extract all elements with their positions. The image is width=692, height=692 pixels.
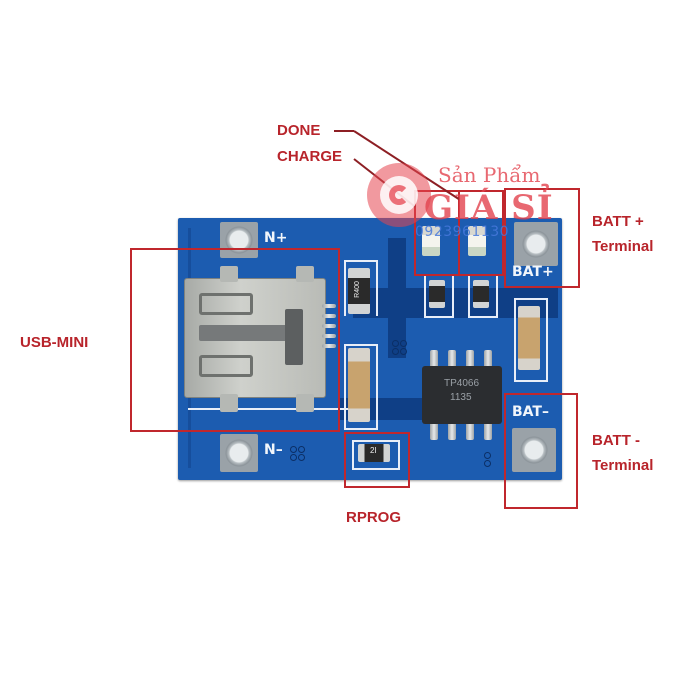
done-led	[422, 226, 440, 256]
watermark-line1: Sản Phẩm	[438, 163, 541, 187]
via	[400, 340, 407, 347]
watermark-logo-icon	[367, 163, 431, 227]
usb-tab	[296, 266, 314, 282]
usb-pin	[322, 334, 336, 338]
ic-pin	[484, 422, 492, 440]
usb-pin	[322, 344, 336, 348]
usb-opening	[285, 309, 303, 365]
usb-opening	[199, 325, 289, 341]
batt-minus-label: BATT -	[592, 432, 641, 449]
bat-plus-label: BAT+	[512, 264, 554, 280]
usb-pin	[322, 304, 336, 308]
silk-outline	[344, 260, 378, 316]
ic-pin	[466, 350, 474, 368]
done-label: DONE	[277, 122, 321, 139]
usb-slot	[199, 355, 253, 377]
done-leader-line	[334, 130, 354, 132]
batt-plus-label: BATT +	[592, 213, 644, 230]
pcb-board: N+ N– BAT+ BAT– R400 2I TP4066	[178, 218, 562, 480]
copper-trace	[388, 238, 406, 358]
ic-pin	[430, 422, 438, 440]
batt-minus-terminal-label: Terminal	[592, 457, 654, 474]
via	[290, 446, 297, 453]
via	[392, 348, 399, 355]
in-minus-label: N–	[264, 442, 283, 458]
ic-pin	[484, 350, 492, 368]
usb-mini-highlight-box	[130, 248, 340, 432]
usb-slot	[199, 293, 253, 315]
rprog-highlight-box	[344, 432, 410, 488]
via	[298, 454, 305, 461]
in-plus-pad	[220, 222, 258, 258]
usb-pin	[322, 324, 336, 328]
via	[298, 446, 305, 453]
silk-outline	[344, 344, 378, 430]
silk-outline	[352, 440, 400, 470]
led-resistor	[429, 280, 445, 308]
via	[484, 452, 491, 459]
led-resistor	[473, 280, 489, 308]
in-minus-pad	[220, 434, 258, 472]
bat-plus-pad	[514, 222, 558, 266]
usb-pin	[322, 314, 336, 318]
ic-pin	[466, 422, 474, 440]
rprog-resistor: 2I	[358, 444, 390, 462]
capacitor	[518, 306, 540, 370]
batt-plus-highlight-box	[504, 188, 580, 288]
usb-tab	[296, 394, 314, 412]
watermark-line2: GIÁ SỈ	[424, 188, 554, 228]
ic-date-code: 1135	[450, 392, 472, 403]
batt-plus-terminal-label: Terminal	[592, 238, 654, 255]
current-sense-resistor: R400	[348, 268, 370, 314]
charge-label: CHARGE	[277, 148, 343, 165]
tp4056-ic: TP4066 1135	[422, 366, 502, 424]
via	[290, 454, 297, 461]
ic-pin	[448, 422, 456, 440]
rprog-label: RPROG	[346, 509, 402, 526]
ic-pin	[430, 350, 438, 368]
capacitor	[348, 348, 370, 422]
in-plus-label: N+	[264, 230, 288, 246]
silk-line	[188, 408, 358, 410]
rprog-code: 2I	[370, 446, 377, 455]
usb-mini-label: USB-MINI	[20, 334, 89, 351]
silk-outline	[514, 298, 548, 382]
via	[400, 348, 407, 355]
ic-marking: TP4066	[444, 378, 480, 389]
usb-tab	[220, 266, 238, 282]
via	[484, 460, 491, 467]
charge-led	[468, 226, 486, 256]
bat-minus-pad	[512, 428, 556, 472]
usb-mini-connector	[184, 278, 326, 398]
bat-minus-label: BAT–	[512, 404, 549, 420]
usb-tab	[220, 394, 238, 412]
charge-led-highlight-box	[458, 190, 504, 276]
resistor-code: R400	[353, 281, 361, 298]
ic-pin	[448, 350, 456, 368]
via	[392, 340, 399, 347]
batt-minus-highlight-box	[504, 393, 578, 509]
watermark-phone: 0923961130	[415, 224, 510, 240]
